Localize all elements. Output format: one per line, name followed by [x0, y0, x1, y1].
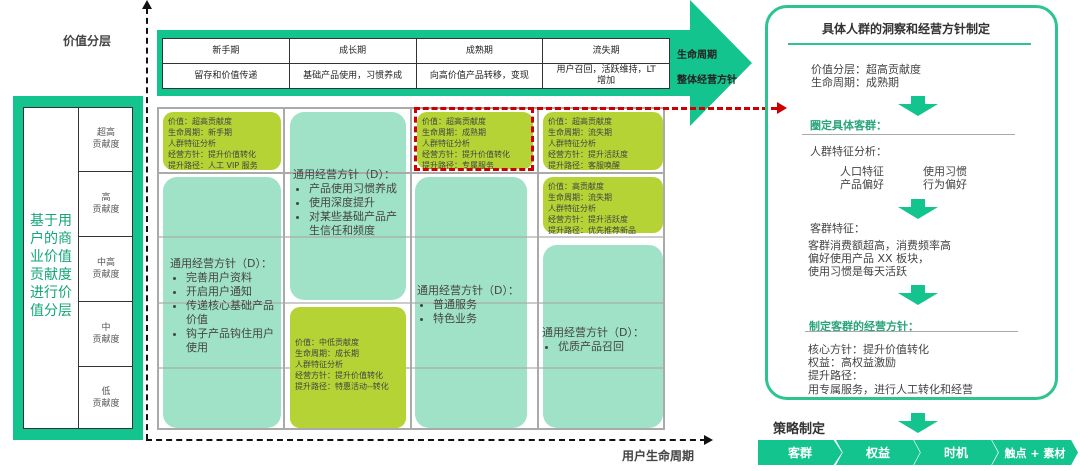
stage: 成熟期 — [415, 38, 544, 64]
general-policy: 通用经营方针（D）：普通服务特色业务 — [417, 284, 529, 326]
strategy-step: 客群 — [758, 440, 842, 465]
x-axis-label: 用户生命周期 — [622, 449, 695, 463]
segment-card: 价值：中低贡献度 生命周期：成长期 人群特征分析 经营方针：提升价值转化 提升路… — [290, 307, 406, 428]
policy: 向高价值产品转移，变现 — [415, 63, 544, 89]
stage: 流失期 — [542, 38, 670, 64]
lifecycle-table: 新手期成长期成熟期流失期 留存和价值传递基础产品使用，习惯养成向高价值产品转移，… — [162, 38, 670, 89]
bullet-item: 普通服务 — [433, 298, 529, 312]
policy-row-label: 整体经营方针 — [677, 75, 737, 86]
text: 偏好使用产品 XX 板块， — [808, 252, 930, 265]
bullet-item: 钩子产品钩住用户使用 — [186, 327, 280, 355]
level: 高 贡献度 — [78, 172, 133, 237]
text: 人口特征 — [840, 165, 884, 178]
level: 低 贡献度 — [78, 367, 133, 429]
text: 用专属服务，进行人工转化和经营 — [808, 383, 973, 396]
y-axis-label: 价值分层 — [63, 34, 112, 48]
strategy-title: 策略制定 — [773, 422, 826, 437]
text: 权益：高权益激励 — [808, 356, 896, 369]
strategy-step: 触点 + 素材 — [992, 440, 1078, 465]
bullet-item: 开启用户通知 — [186, 285, 280, 299]
strategy-step: 权益 — [836, 440, 920, 465]
text: 核心方针：提升价值转化 — [808, 343, 929, 356]
text: 客群消费额超高，消费频率高 — [808, 239, 951, 252]
text: 提升路径： — [808, 369, 863, 382]
text: 使用习惯 — [923, 165, 967, 178]
down-arrow-icon — [898, 199, 938, 219]
y-axis-arrow-icon — [142, 0, 152, 9]
down-arrow-icon — [898, 285, 938, 305]
insight-title: 具体人群的洞察和经营方针制定 — [822, 22, 991, 36]
bullet-item: 优质产品召回 — [558, 340, 667, 354]
segment-card: 价值：超高贡献度 生命周期：流失期 人群特征分析 经营方针：提升活跃度 提升路径… — [543, 112, 663, 170]
bullet-item: 产品使用习惯养成 — [309, 182, 405, 196]
x-axis — [146, 439, 706, 441]
bullet-item: 完善用户资料 — [186, 271, 280, 285]
stage: 新手期 — [162, 38, 290, 64]
down-arrow-icon — [898, 413, 938, 433]
insight-panel — [765, 5, 1058, 400]
lifecycle-row-label: 生命周期 — [677, 50, 717, 61]
strategy-step: 时机 — [914, 440, 998, 465]
bullet-item: 传递核心基础产品价值 — [186, 299, 280, 327]
level: 超高 贡献度 — [78, 107, 133, 172]
general-policy: 通用经营方针（D）：产品使用习惯养成使用深度提升对某些基础产品产生信任和频度 — [293, 168, 405, 238]
policy: 留存和价值传递 — [162, 63, 290, 89]
policy: 用户召回，活跃维持，LT 增加 — [542, 63, 670, 89]
lifecycle-arrow-head — [690, 0, 752, 126]
segment-card-highlighted: 价值：超高贡献度 生命周期：成熟期 人群特征分析 经营方针：提升价值转化 提升路… — [417, 112, 533, 170]
highlight-connector — [537, 107, 777, 110]
text: 人群特征分析： — [810, 145, 887, 158]
section-heading: 圈定具体客群： — [810, 119, 887, 132]
value-layer-title: 基于用户的商业价值贡献度进行价值分层 — [30, 213, 72, 319]
down-arrow-icon — [898, 96, 938, 116]
segment-card: 价值：高贡献度 生命周期：流失期 人群特征分析 经营方针：提升活跃度 提升路径：… — [543, 177, 663, 235]
text: 价值分层：超高贡献度 — [811, 63, 921, 76]
text: 产品偏好 — [840, 178, 884, 191]
bullet-item: 使用深度提升 — [309, 196, 405, 210]
text: 行为偏好 — [923, 178, 967, 191]
segment-card: 价值：超高贡献度 生命周期：新手期 人群特征分析 经营方针：提升价值转化 提升路… — [163, 112, 281, 170]
section-heading: 制定客群的经营方针： — [809, 320, 919, 333]
policy: 基础产品使用，习惯养成 — [288, 63, 417, 89]
general-policy: 通用经营方针（D）：完善用户资料开启用户通知传递核心基础产品价值钩子产品钩住用户… — [170, 257, 280, 355]
text: 客群特征： — [810, 222, 865, 235]
x-axis-arrow-icon — [704, 435, 713, 445]
level: 中高 贡献度 — [78, 237, 133, 302]
general-policy: 通用经营方针（D）：优质产品召回 — [542, 326, 667, 354]
arrow-right-icon — [777, 102, 787, 114]
bullet-item: 特色业务 — [433, 312, 529, 326]
level: 中 贡献度 — [78, 302, 133, 367]
stage: 成长期 — [288, 38, 417, 64]
text: 使用习惯是每天活跃 — [808, 265, 907, 278]
y-axis — [146, 8, 148, 440]
bullet-item: 对某些基础产品产生信任和频度 — [309, 210, 405, 238]
highlight-box — [414, 107, 534, 171]
text: 生命周期：成熟期 — [811, 76, 899, 89]
